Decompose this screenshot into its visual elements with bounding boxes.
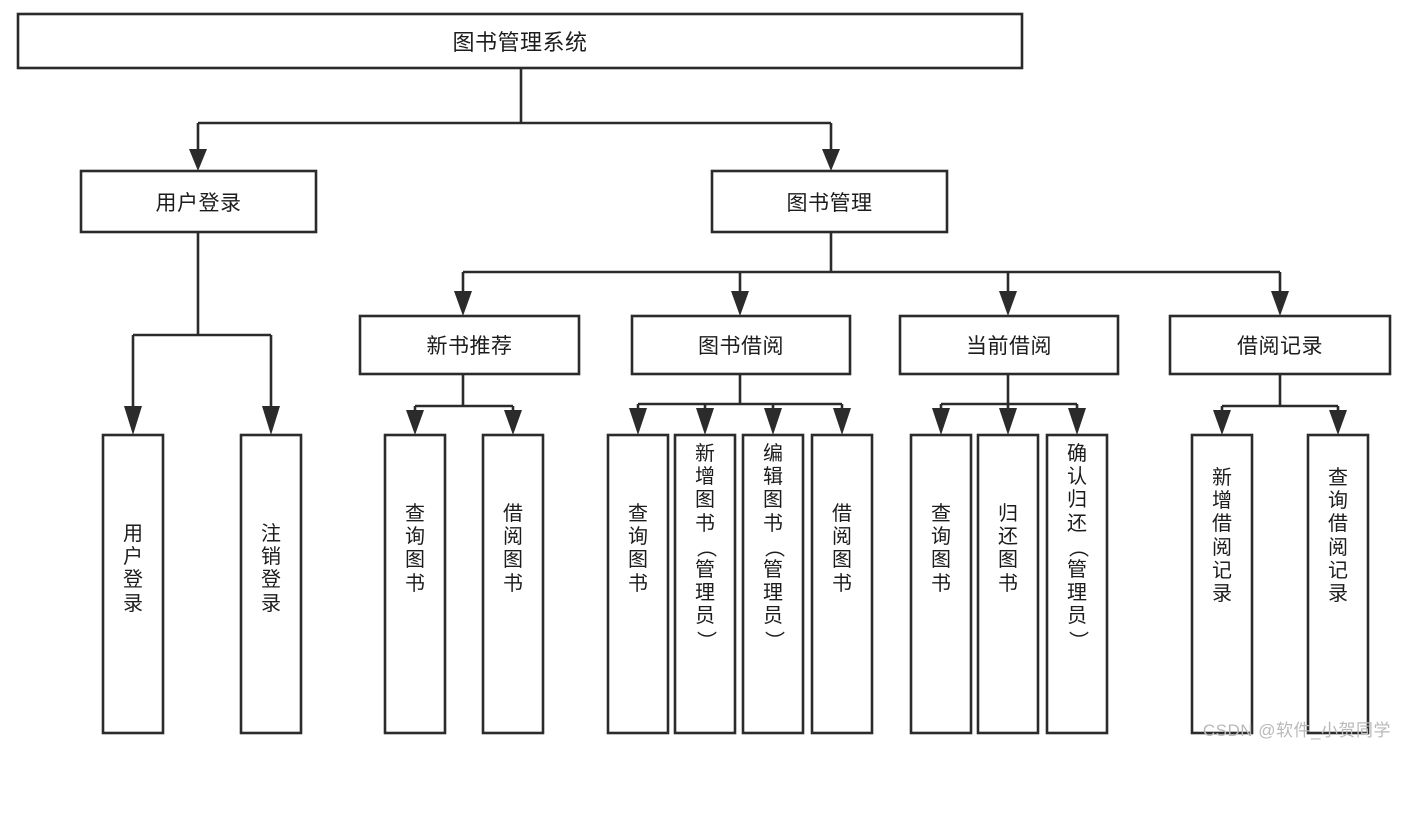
arrow-head-borrow-record — [1271, 291, 1289, 316]
node-user-login-box[interactable] — [79, 169, 318, 234]
node-leaf-query-book-1-box[interactable] — [383, 433, 447, 735]
arrow-head-leaf-logout-login — [262, 406, 280, 435]
arrow-head-book-borrow — [731, 291, 749, 316]
node-borrow-record-box[interactable] — [1168, 314, 1392, 376]
flowchart-svg — [16, 12, 1392, 735]
arrow-head-leaf-add-book — [696, 408, 714, 435]
arrow-head-leaf-query-book-3 — [932, 408, 950, 435]
node-leaf-query-book-3-box[interactable] — [909, 433, 973, 735]
node-current-borrow-box[interactable] — [898, 314, 1120, 376]
node-leaf-user-login-box[interactable] — [101, 433, 165, 735]
node-leaf-confirm-return-box[interactable] — [1045, 433, 1109, 735]
csdn-watermark: CSDN @软件_小贺同学 — [1202, 721, 1391, 740]
arrow-head-leaf-add-record — [1213, 410, 1231, 435]
arrow-head-leaf-borrow-book-1 — [504, 410, 522, 435]
node-new-book-recommend-box[interactable] — [358, 314, 581, 376]
arrow-head-leaf-return-book — [999, 408, 1017, 435]
arrow-head-new-book-recommend — [454, 291, 472, 316]
flowchart-diagram: 图书管理系统 用户登录 图书管理 新书推荐 图书借阅 当前借阅 借阅记录 用户登… — [16, 12, 1392, 740]
node-leaf-logout-login-box[interactable] — [239, 433, 303, 735]
arrow-head-leaf-query-book-1 — [406, 410, 424, 435]
node-leaf-edit-book-box[interactable] — [741, 433, 805, 735]
node-leaf-borrow-book-2-box[interactable] — [810, 433, 874, 735]
node-leaf-add-book-box[interactable] — [673, 433, 737, 735]
arrow-head-leaf-query-record — [1329, 410, 1347, 435]
node-leaf-add-record-box[interactable] — [1190, 433, 1254, 735]
node-leaf-return-book-box[interactable] — [976, 433, 1040, 735]
arrow-head-leaf-user-login — [124, 406, 142, 435]
arrow-head-current-borrow — [999, 291, 1017, 316]
node-root-box[interactable] — [16, 12, 1024, 70]
node-leaf-borrow-book-1-box[interactable] — [481, 433, 545, 735]
arrow-head-user-login — [189, 149, 207, 171]
arrow-head-leaf-confirm-return — [1068, 408, 1086, 435]
arrow-head-leaf-edit-book — [764, 408, 782, 435]
node-leaf-query-book-2-box[interactable] — [606, 433, 670, 735]
node-leaf-query-record-box[interactable] — [1306, 433, 1370, 735]
arrow-head-book-management — [822, 149, 840, 171]
arrow-head-leaf-query-book-2 — [629, 408, 647, 435]
arrow-head-leaf-borrow-book-2 — [833, 408, 851, 435]
node-book-borrow-box[interactable] — [630, 314, 852, 376]
node-book-management-box[interactable] — [710, 169, 949, 234]
